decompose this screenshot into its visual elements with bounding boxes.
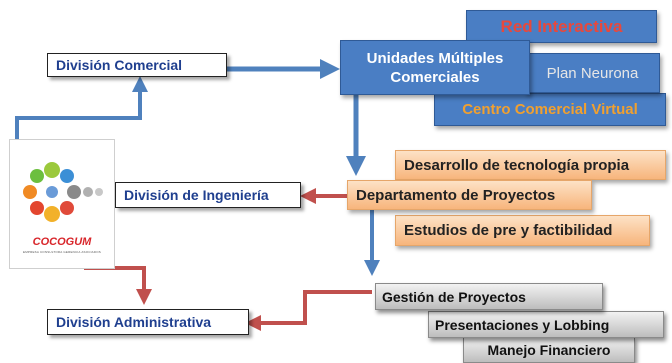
manejo-financiero-label: Manejo Financiero xyxy=(487,342,611,358)
logo-name: COCOGUM xyxy=(32,236,92,248)
presentaciones-box: Presentaciones y Lobbing xyxy=(428,311,664,338)
plan-neurona-label: Plan Neurona xyxy=(546,64,639,82)
departamento-label: Departamento de Proyectos xyxy=(356,186,556,204)
gestion-proyectos-box: Gestión de Proyectos xyxy=(375,283,603,310)
division-comercial-box: División Comercial xyxy=(47,53,227,77)
desarrollo-box: Desarrollo de tecnología propia xyxy=(395,150,666,180)
division-ingenieria-label: División de Ingeniería xyxy=(124,187,269,203)
unidades-multiples-label: Unidades Múltiples Comerciales xyxy=(366,49,504,86)
departamento-box: Departamento de Proyectos xyxy=(347,180,592,210)
manejo-financiero-box: Manejo Financiero xyxy=(463,337,635,363)
division-ingenieria-box: División de Ingeniería xyxy=(115,182,301,208)
arrow-gestion-to-administrativa xyxy=(245,290,372,331)
gestion-proyectos-label: Gestión de Proyectos xyxy=(382,288,526,305)
arrow-logo-to-administrativa xyxy=(84,266,152,305)
unidades-multiples-box: Unidades Múltiples Comerciales xyxy=(340,40,530,95)
estudios-label: Estudios de pre y factibilidad xyxy=(404,222,613,239)
centro-comercial-box: Centro Comercial Virtual xyxy=(434,93,666,126)
presentaciones-label: Presentaciones y Lobbing xyxy=(435,316,610,333)
desarrollo-label: Desarrollo de tecnología propia xyxy=(404,156,630,174)
division-administrativa-label: División Administrativa xyxy=(56,314,212,330)
centro-comercial-label: Centro Comercial Virtual xyxy=(462,101,638,118)
red-interactiva-box: Red Interactiva xyxy=(466,10,657,43)
cocogum-logo: COCOGUM EMPRESA CONSULTORA GERENCIA ASOC… xyxy=(9,139,115,269)
plan-neurona-box: Plan Neurona xyxy=(525,53,660,93)
estudios-box: Estudios de pre y factibilidad xyxy=(395,215,650,246)
logo-tagline: EMPRESA CONSULTORA GERENCIA ASOCIADOS xyxy=(23,250,101,254)
division-comercial-label: División Comercial xyxy=(56,57,183,73)
cocogum-flower-icon xyxy=(23,162,103,222)
division-administrativa-box: División Administrativa xyxy=(47,309,249,335)
red-interactiva-label: Red Interactiva xyxy=(500,16,623,36)
